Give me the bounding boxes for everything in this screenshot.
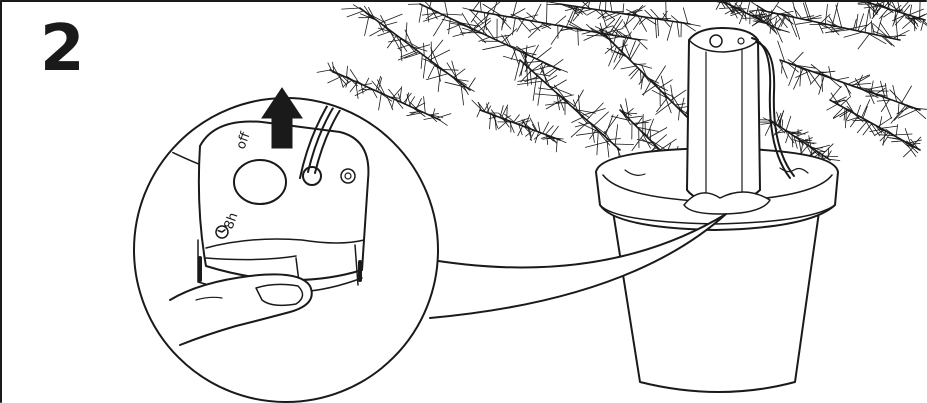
- timer-label-group: 8h: [215, 211, 242, 239]
- up-arrow-icon: [261, 87, 303, 149]
- clock-icon: [215, 225, 229, 239]
- button-label-timer: 8h: [222, 211, 242, 232]
- step-number: 2: [40, 12, 85, 86]
- zoomed-device: [136, 100, 370, 346]
- button-label-off: off: [234, 129, 254, 151]
- battery-box: [683, 27, 795, 215]
